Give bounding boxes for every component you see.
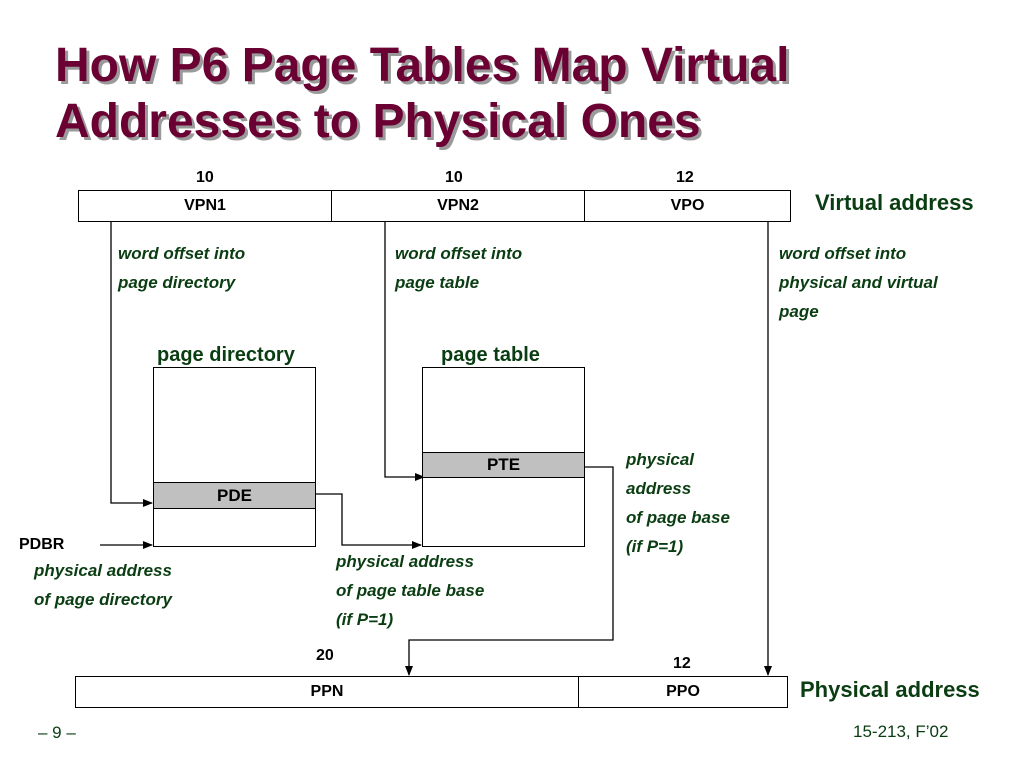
slide-title-line-2: Addresses to Physical Ones — [55, 95, 701, 148]
vpn2-field: VPN2 — [332, 191, 585, 221]
course-label: 15-213, F’02 — [853, 722, 949, 741]
page-directory-table — [153, 367, 316, 547]
vpn1-field: VPN1 — [79, 191, 332, 221]
vpn1-bits: 10 — [196, 169, 214, 186]
ppo-field: PPO — [666, 683, 700, 700]
pte-to-ppn-arrow — [405, 466, 614, 676]
ppo-bits: 12 — [673, 655, 691, 672]
pdbr-label: PDBR — [19, 536, 65, 553]
slide-title-line-1: How P6 Page Tables Map Virtual — [55, 39, 790, 92]
physical-address-box: PPN PPO — [75, 676, 788, 708]
vpn2-to-pte-arrow — [384, 222, 425, 481]
slide-title: How P6 Page Tables Map Virtual Addresses… — [55, 38, 1015, 150]
physical-address-label: Physical address — [800, 677, 980, 702]
vpn1-to-pde-arrow — [110, 222, 153, 507]
vpo-field: VPO — [670, 197, 705, 214]
vpo-bits: 12 — [676, 169, 694, 186]
page-number: – 9 – — [38, 723, 76, 742]
page-table-label: page table — [441, 344, 540, 366]
virtual-address-label: Virtual address — [815, 190, 974, 215]
vpn2-bits: 10 — [445, 169, 463, 186]
ppn-bits: 20 — [316, 647, 334, 664]
pde-entry: PDE — [153, 482, 316, 509]
ppn-field: PPN — [76, 677, 579, 707]
page-directory-label: page directory — [157, 344, 295, 366]
virtual-address-box: VPN1 VPN2 VPO — [78, 190, 791, 222]
pte-entry: PTE — [422, 452, 585, 478]
pde-to-page-table-arrow — [316, 493, 422, 549]
